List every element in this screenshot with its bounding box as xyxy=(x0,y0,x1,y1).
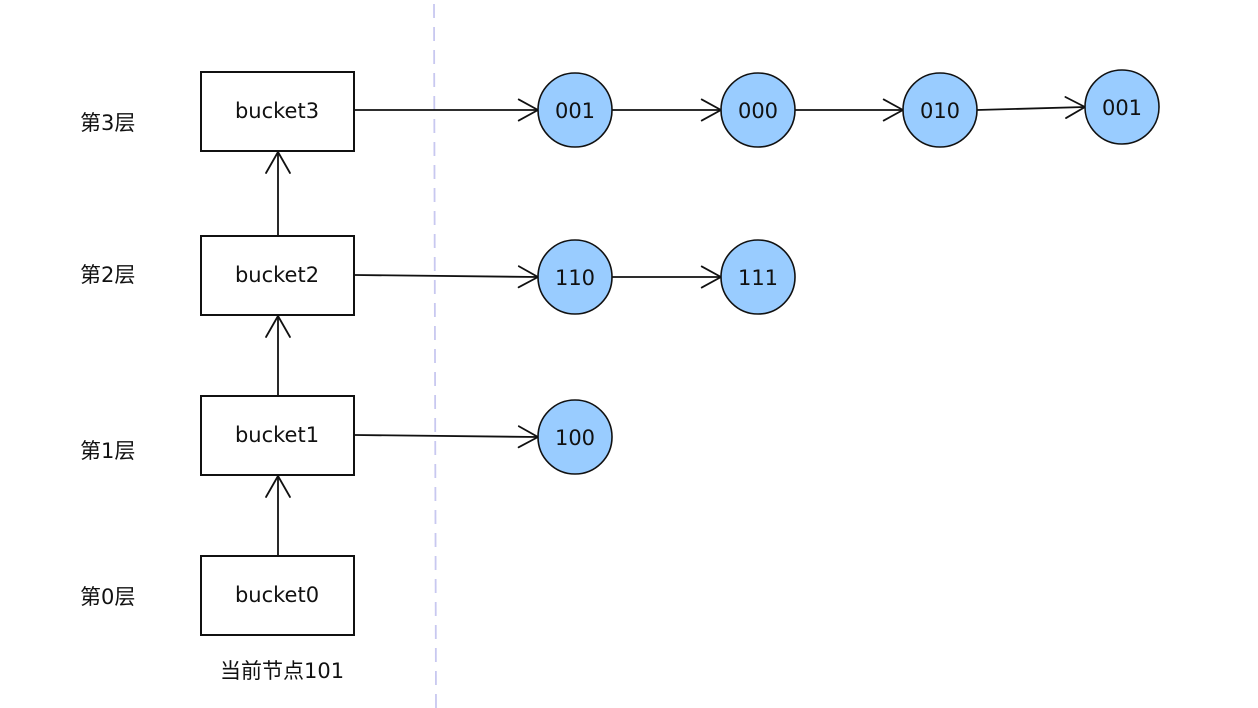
bucket2-chain-node-2: 111 xyxy=(720,239,796,315)
chain-nodes: 001 000 010 001 110 111 100 xyxy=(354,69,1160,475)
bucket1-chain-node-1-label: 100 xyxy=(555,426,595,450)
bucket1-box: bucket1 xyxy=(200,395,355,476)
bucket1-chain-node-1: 100 xyxy=(537,399,613,475)
layer-label-3: 第3层 xyxy=(80,111,135,135)
edge-bucket2-to-node-1 xyxy=(354,274,539,278)
bucket3-chain-node-1-label: 001 xyxy=(555,99,595,123)
layer-label-2: 第2层 xyxy=(80,263,135,287)
bucket3-chain-node-4: 001 xyxy=(1084,69,1160,145)
bucket3-chain-node-2: 000 xyxy=(720,72,796,148)
bucket3-chain-node-1: 001 xyxy=(537,72,613,148)
bucket2-box: bucket2 xyxy=(200,235,355,316)
bucket3-label: bucket3 xyxy=(235,99,319,123)
edge-bucket3-node-3-to-4 xyxy=(976,106,1086,111)
bucket3-chain-node-2-label: 000 xyxy=(738,99,778,123)
bucket2-label: bucket2 xyxy=(235,263,319,287)
bucket3-box: bucket3 xyxy=(200,71,355,152)
bucket2-chain-node-2-label: 111 xyxy=(738,266,778,290)
divider-line xyxy=(433,3,437,708)
bucket0-box: bucket0 xyxy=(200,555,355,636)
current-node-label: 当前节点101 xyxy=(220,659,344,683)
edge-bucket1-to-node-1 xyxy=(354,434,539,438)
bucket3-chain-node-4-label: 001 xyxy=(1102,96,1142,120)
layer-label-1: 第1层 xyxy=(80,439,135,463)
layer-label-0: 第0层 xyxy=(80,585,135,609)
bucket3-chain-node-3-label: 010 xyxy=(920,99,960,123)
bucket1-label: bucket1 xyxy=(235,423,319,447)
bucket0-label: bucket0 xyxy=(235,583,319,607)
bucket2-chain-node-1-label: 110 xyxy=(555,266,595,290)
bucket3-chain-node-3: 010 xyxy=(902,72,978,148)
bucket2-chain-node-1: 110 xyxy=(537,239,613,315)
